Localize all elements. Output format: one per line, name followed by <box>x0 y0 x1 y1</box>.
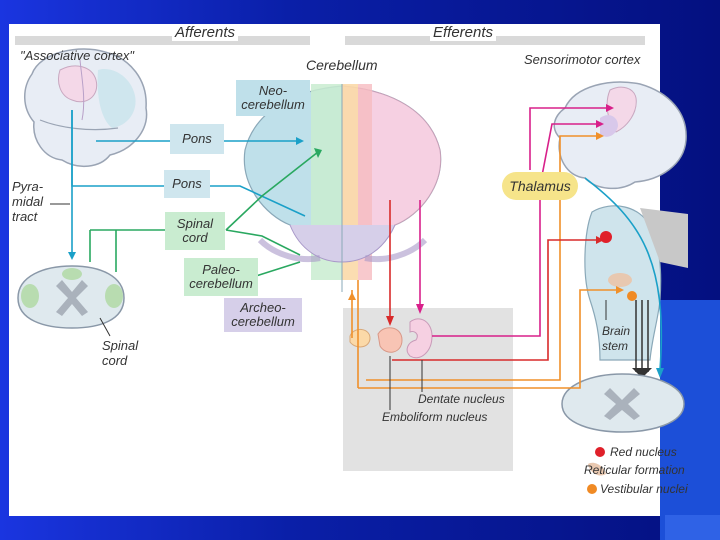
afferents-header: Afferents <box>172 24 239 41</box>
pons-box-2: Pons <box>164 170 210 198</box>
brain-stem-label: Brain stem <box>602 324 631 353</box>
associative-cortex-brain <box>24 48 148 167</box>
thalamus-box: Thalamus <box>502 172 578 200</box>
legend-orange-dot <box>587 484 597 494</box>
red-nucleus-dot <box>600 231 612 243</box>
legend-reticular-formation: Reticular formation <box>584 463 685 477</box>
afferent-blue-pathways <box>71 110 663 371</box>
emboliform-nucleus-label: Emboliform nucleus <box>382 410 488 424</box>
pyramidal-tract-label: Pyra- midal tract <box>12 179 44 224</box>
vestibular-dot <box>627 291 637 301</box>
cerebellum-drawing <box>243 84 442 292</box>
legend-reticular-shape <box>588 462 606 476</box>
cerebellum-label: Cerebellum <box>306 57 378 73</box>
spinal-cord-left-drawing <box>17 265 125 329</box>
legend-red-nucleus: Red nucleus <box>610 445 677 459</box>
efferent-arrowheads <box>348 104 624 326</box>
sensorimotor-cortex-label: Sensorimotor cortex <box>524 52 641 67</box>
deep-cerebellar-nuclei <box>349 318 433 359</box>
brain-stem-drawing <box>584 205 688 378</box>
associative-cortex-label: "Associative cortex" <box>20 48 134 63</box>
afferents-bar <box>15 36 310 45</box>
decorative-corner-block-bottom <box>665 515 720 540</box>
pons-box-1: Pons <box>170 124 224 154</box>
spinal-cord-right-drawing <box>561 373 685 433</box>
spinal-cord-left-label: Spinal cord <box>102 338 139 368</box>
spinal-cord-pointer <box>99 317 111 337</box>
neocerebellum-box: Neo- cerebellum <box>236 80 310 116</box>
dentate-nucleus-label: Dentate nucleus <box>418 392 505 406</box>
paleocerebellum-box: Paleo- cerebellum <box>184 258 258 296</box>
efferent-pathways <box>351 107 620 389</box>
spinal-cord-box: Spinal cord <box>165 212 225 250</box>
efferents-header: Efferents <box>430 24 497 41</box>
archeocerebellum-box: Archeo- cerebellum <box>224 298 302 332</box>
legend-red-dot <box>595 447 605 457</box>
legend-vestibular-nuclei: Vestibular nuclei <box>600 482 688 496</box>
afferent-green-pathways <box>89 151 319 277</box>
